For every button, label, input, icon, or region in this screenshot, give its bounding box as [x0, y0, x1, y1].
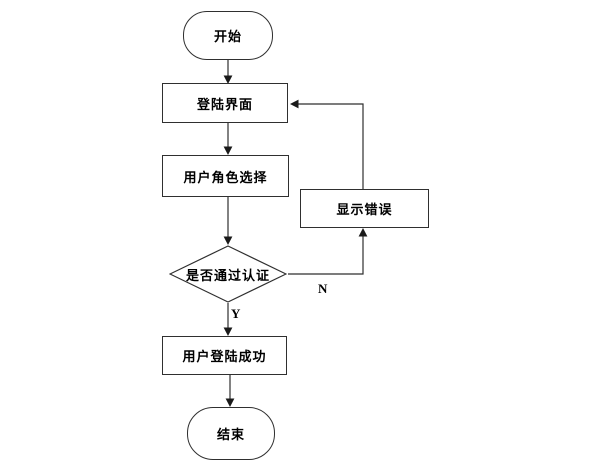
node-user-role-select: 用户角色选择 — [162, 155, 289, 197]
edge-auth-to-success — [223, 303, 233, 336]
arrowhead-down-icon — [223, 146, 233, 155]
node-end: 结束 — [187, 407, 275, 460]
node-auth-check-label: 是否通过认证 — [185, 267, 270, 283]
decision-diamond-shape — [169, 245, 287, 303]
arrowhead-down-icon — [225, 398, 235, 407]
edge-label-no: N — [318, 281, 328, 296]
node-login-screen: 登陆界面 — [162, 83, 288, 123]
node-auth-check: 是否通过认证 — [169, 245, 287, 303]
arrowhead-down-icon — [223, 75, 233, 84]
node-show-error: 显示错误 — [300, 189, 429, 228]
node-login-screen-label: 登陆界面 — [196, 96, 253, 112]
arrowhead-up-icon — [358, 228, 368, 237]
node-end-label: 结束 — [216, 427, 245, 442]
node-start-label: 开始 — [213, 29, 242, 44]
node-show-error-label: 显示错误 — [336, 202, 393, 217]
edge-login-to-role — [223, 123, 233, 155]
node-login-success: 用户登陆成功 — [162, 336, 287, 375]
edge-start-to-login — [223, 60, 233, 84]
edge-auth-to-error — [288, 228, 368, 275]
edge-role-to-auth — [223, 197, 233, 245]
arrowhead-down-icon — [223, 236, 233, 245]
arrowhead-down-icon — [223, 327, 233, 336]
edge-success-to-end — [225, 375, 235, 407]
edge-label-yes: Y — [231, 306, 241, 321]
node-user-role-select-label: 用户角色选择 — [183, 169, 268, 185]
arrowhead-left-icon — [290, 99, 299, 109]
node-start: 开始 — [183, 11, 273, 60]
edge-error-to-login — [290, 99, 364, 189]
node-login-success-label: 用户登陆成功 — [182, 349, 267, 364]
